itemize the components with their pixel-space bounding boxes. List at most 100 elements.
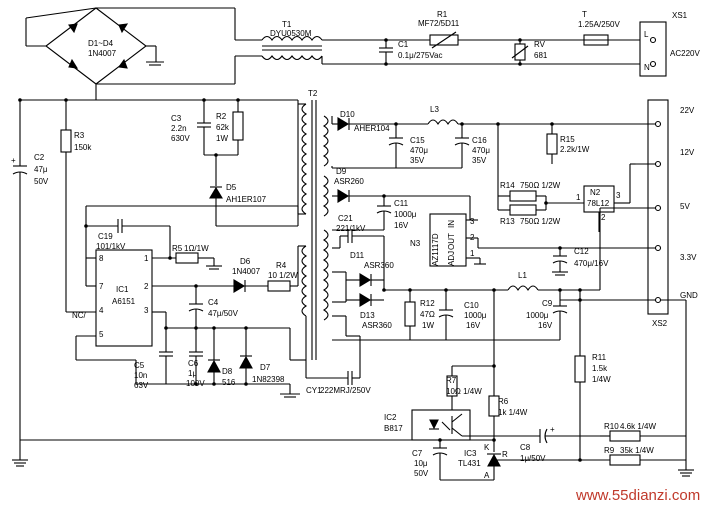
r12-v1: 47Ω [420, 310, 435, 319]
d6-ref: D6 [240, 257, 251, 266]
r6-resistor: R6 1k 1/4W [488, 395, 528, 424]
c10-v2: 16V [466, 321, 481, 330]
ic3-pin-a: A [484, 471, 490, 480]
c12-ref: C12 [574, 247, 589, 256]
n2-pin-3: 3 [616, 191, 621, 200]
ic1-pin-2: 2 [144, 282, 149, 291]
c10-ref: C10 [464, 301, 479, 310]
c2-v1: 47μ [34, 165, 48, 174]
ic1-pin-8: 8 [99, 254, 104, 263]
r3-ref: R3 [74, 131, 85, 140]
c16-capacitor: C16 470μ 35V [454, 124, 490, 168]
xs1-pin-n: N [644, 63, 650, 72]
c21-ref: C21 [338, 214, 353, 223]
ic1-ref: IC1 [116, 285, 129, 294]
ic3-pin-r: R [502, 450, 508, 459]
r1-ref: R1 [437, 10, 448, 19]
c9-v1: 1000μ [526, 311, 549, 320]
n2-12v-regulator: N2 78L12 1 2 3 [576, 185, 621, 222]
r11-v2: 1/4W [592, 375, 611, 384]
cy1-part: 222MRJ/250V [320, 386, 371, 395]
bridge-ground-symbol [146, 46, 164, 66]
c21-part: 221/1kV [336, 224, 366, 233]
c8-capacitor: + C8 1μ/50V [494, 425, 600, 463]
d7-diode: D7 1N82398 [239, 328, 285, 384]
c11-ref: C11 [394, 199, 409, 208]
n3-pin-in: IN [447, 220, 456, 228]
xs1-ref: XS1 [672, 11, 688, 20]
d8-part: 516 [222, 378, 236, 387]
c3-snubber-capacitor: C3 2.2n 630V [171, 100, 211, 155]
c3-v1: 2.2n [171, 124, 187, 133]
l1-ref: L1 [518, 271, 527, 280]
ic1-nc-label: NC/ [72, 311, 87, 320]
d9-ref: D9 [336, 167, 347, 176]
l3-ref: L3 [430, 105, 439, 114]
r14-ref: R14 [500, 181, 515, 190]
n2-ref: N2 [590, 188, 601, 197]
r12-ref: R12 [420, 299, 435, 308]
ic2-part: B817 [384, 424, 403, 433]
c4-capacitor: C4 47μ/50V [188, 286, 239, 328]
d13-part: ASR360 [362, 321, 392, 330]
xs1-label: AC220V [670, 49, 700, 58]
r15-ref: R15 [560, 135, 575, 144]
r12-resistor: R12 47Ω 1W [404, 290, 435, 340]
fuse-part: 1.25A/250V [578, 20, 620, 29]
d5-part: AH1ER107 [226, 195, 267, 204]
n3-pin-3: 3 [470, 217, 475, 226]
cy1-y-capacitor: CY1 222MRJ/250V [305, 360, 371, 395]
n2-pin-1: 1 [576, 193, 581, 202]
bridge-rectifier: D1~D4 1N4007 [25, 7, 156, 85]
c7-v2: 50V [414, 469, 429, 478]
r5-sense-resistor: R5 1Ω/1W [152, 244, 222, 270]
c6-capacitor: C6 1μ 100V [186, 328, 205, 388]
d10-diode: D10 AHER104 [337, 110, 390, 133]
r3-part: 150k [74, 143, 92, 152]
d8-ref: D8 [222, 367, 233, 376]
rv-ref: RV [534, 40, 546, 49]
c8-polarity: + [550, 425, 555, 434]
c1-x-capacitor: C1 0.1μ/275Vac [379, 38, 443, 66]
d11-schottky-diode: D11 ASR360 [346, 251, 394, 287]
c19-part: 101/1kV [96, 242, 126, 251]
d9-diode: D9 ASR260 [334, 167, 364, 203]
xs2-output-connector: 22V 12V 5V 3.3V GND XS2 [636, 99, 698, 328]
c6-ref: C6 [188, 359, 199, 368]
n3-pin-out: OUT [447, 233, 456, 250]
n3-pin-adj: ADJ [447, 251, 456, 266]
c11-v1: 1000μ [394, 210, 417, 219]
r11-v1: 1.5k [592, 364, 608, 373]
c15-ref: C15 [410, 136, 425, 145]
r12-v2: 1W [422, 321, 434, 330]
site-watermark: www.55dianzi.com [576, 487, 701, 504]
c1-ref: C1 [398, 40, 409, 49]
rv-part: 681 [534, 51, 548, 60]
c15-v2: 35V [410, 156, 425, 165]
bridge-ref: D1~D4 [88, 39, 114, 48]
xs1-ac-input-connector: XS1 L N AC220V [639, 11, 700, 77]
d8-zener-diode: D8 516 [207, 328, 236, 387]
d11-ref: D11 [350, 251, 365, 260]
r4-ref: R4 [276, 261, 287, 270]
ic1-pin-4: 4 [99, 306, 104, 315]
c7-v1: 10μ [414, 459, 428, 468]
rv-varistor: RV 681 [511, 38, 548, 66]
ic3-part: TL431 [458, 459, 481, 468]
xs2-label-gnd: GND [680, 291, 698, 300]
c8-ref: C8 [520, 443, 531, 452]
c6-v1: 1μ [188, 369, 197, 378]
fuse-ref: T [582, 10, 587, 19]
c19-ref: C19 [98, 232, 113, 241]
c8-part: 1μ/50V [520, 454, 546, 463]
c2-v2: 50V [34, 177, 49, 186]
d7-part: 1N82398 [252, 375, 285, 384]
ic3-ref: IC3 [464, 449, 477, 458]
d13-ref: D13 [360, 311, 375, 320]
r2-v1: 62k [216, 123, 230, 132]
l1-inductor: L1 [507, 271, 539, 292]
d7-ref: D7 [260, 363, 271, 372]
r5-ref: R5 [172, 244, 183, 253]
n3-part: AZ1117D [431, 233, 440, 266]
t1-common-mode-choke: T1 DYU0530M [261, 20, 323, 61]
